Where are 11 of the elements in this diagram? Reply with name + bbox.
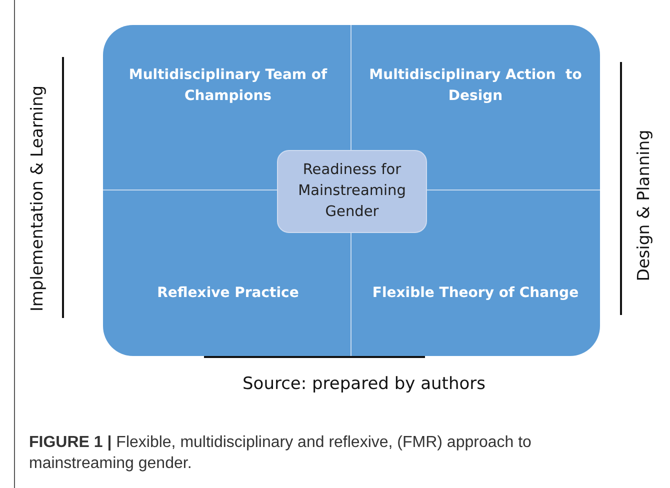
source-note: Source: prepared by authors	[242, 374, 486, 394]
axis-label: Design & Planning	[634, 129, 653, 281]
quadrant-text: Reflexive Practice	[113, 283, 343, 307]
axis-label: Implementation & Learning	[28, 85, 46, 311]
figure-caption: FIGURE 1 | Flexible, multidisciplinary and reflexive, (FMR) approach to mainstreaming gender.	[29, 433, 532, 474]
quadrant-text: Flexible Theory of Change	[358, 283, 593, 307]
center-box	[277, 150, 427, 233]
quadrant-text: Multidisciplinary Action to Design	[358, 65, 593, 115]
quadrant-text: Multidisciplinary Team of Champions	[113, 65, 343, 115]
rounded-panel	[103, 25, 600, 356]
center-text: Readiness for Mainstreaming Gender	[297, 161, 407, 222]
